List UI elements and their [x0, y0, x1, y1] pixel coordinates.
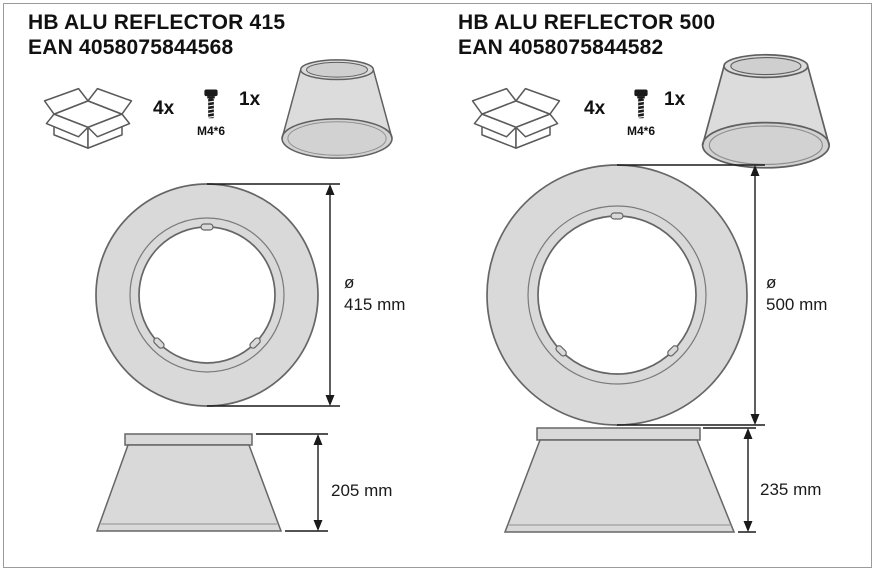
height-dimension-label: 235 mm — [760, 480, 822, 499]
open-box-icon — [43, 87, 133, 149]
mounting-tabs — [153, 223, 261, 349]
reflector-quantity: 1x — [664, 89, 686, 110]
product-ean: EAN 4058075844582 — [458, 36, 664, 59]
diameter-dimension-arrow — [617, 164, 765, 426]
reflector-top-view-drawing — [486, 164, 765, 426]
reflector-side-view-drawing — [95, 433, 328, 532]
reflector-quantity: 1x — [239, 89, 261, 110]
diameter-value: 415 mm — [344, 295, 406, 315]
screw-icon — [204, 89, 218, 119]
diameter-dimension-arrow — [207, 183, 340, 407]
screw-quantity: 4x — [153, 98, 175, 119]
screw-size-label: M4*6 — [626, 124, 655, 138]
diameter-symbol: ø — [344, 273, 355, 292]
screw-size-label: M4*6 — [196, 124, 225, 138]
reflector-side-view-drawing — [503, 427, 756, 533]
height-dimension-arrow — [256, 433, 328, 532]
product-ean: EAN 4058075844568 — [28, 36, 234, 59]
mounting-tabs — [555, 212, 679, 357]
reflector-3d-icon — [701, 53, 831, 169]
height-dimension-label: 205 mm — [331, 481, 393, 500]
reflector-top-view-drawing — [95, 183, 340, 407]
height-dimension-arrow — [703, 427, 756, 533]
diameter-value: 500 mm — [766, 295, 828, 315]
screw-quantity: 4x — [584, 98, 606, 119]
open-box-icon — [471, 87, 561, 149]
product-title: HB ALU REFLECTOR 415 — [28, 11, 286, 34]
reflector-3d-icon — [281, 59, 393, 159]
diameter-dimension-label: ø 500 mm — [766, 272, 827, 316]
screw-icon — [634, 89, 648, 119]
product-title: HB ALU REFLECTOR 500 — [458, 11, 716, 34]
diameter-dimension-label: ø 415 mm — [344, 272, 405, 316]
diameter-symbol: ø — [766, 273, 777, 292]
